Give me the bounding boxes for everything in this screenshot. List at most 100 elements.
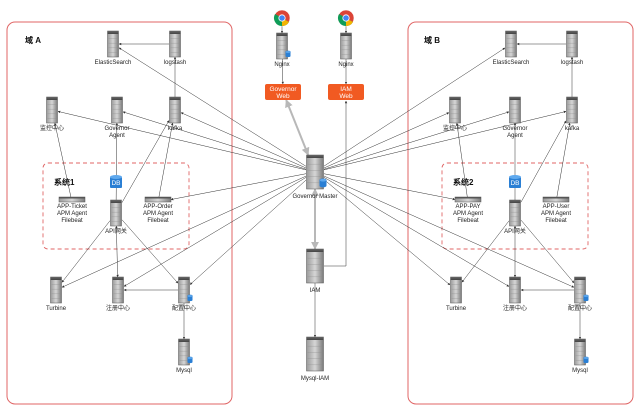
- arrow-apigw-a-to-turbine-a: [61, 220, 111, 283]
- arrow-gmaster-to-reg-b: [323, 177, 510, 287]
- arrow-gmaster-to-cfg-b: [323, 175, 575, 288]
- logstash-a-node: logstash: [164, 30, 186, 66]
- arrow-nginx1-to-gweb: [281, 58, 285, 85]
- kafka-a-label: kafka: [168, 126, 183, 132]
- arrow-gmaster-to-app1-b: [323, 173, 456, 201]
- gmaster-node: Governor Master: [292, 154, 338, 200]
- es-b-label: ElasticSearch: [493, 60, 530, 66]
- nginx2-node: Nginx: [338, 32, 354, 68]
- arrow-apigw-a-to-kafka-a: [121, 120, 170, 203]
- turbine-a-label: Turbine: [46, 306, 67, 312]
- arrow-apigw-a-to-cfg-a: [121, 219, 179, 284]
- monitor-a-label: 监控中心: [40, 124, 64, 132]
- turbine-b-label: Turbine: [446, 306, 467, 312]
- mysql-a-node: Mysql: [176, 338, 193, 374]
- arrow-gmaster-to-kafka-b: [323, 110, 567, 171]
- arrow-apigw-b-to-kafka-b: [520, 120, 567, 203]
- logstash-b-label: logstash: [561, 60, 583, 66]
- reg-b-node: 注册中心: [503, 276, 527, 312]
- mysql-iam-node: Mysql-IAM: [301, 336, 329, 382]
- domain-b-title: 域 B: [424, 35, 440, 45]
- db-b-label: DB: [510, 180, 519, 187]
- arrow-reg-a-to-apigw-a: [115, 225, 119, 278]
- arrow-app1-a-to-monitor-a: [54, 122, 72, 198]
- domain-a-box: [6, 21, 233, 405]
- es-a-label: ElasticSearch: [95, 60, 132, 66]
- arrow-gmaster-to-es-a: [118, 47, 307, 167]
- gmaster-label: Governor Master: [292, 194, 337, 200]
- reg-a-node: 注册中心: [106, 276, 130, 312]
- arrow-app2-b-to-kafka-b: [556, 122, 571, 198]
- chrome1-chrome-icon: [273, 9, 291, 27]
- arrow-gmaster-to-app2-a: [170, 173, 307, 201]
- mysql-a-label: Mysql: [176, 368, 192, 374]
- arrow-gmaster-to-reg-a: [123, 177, 307, 287]
- arrow-app2-a-to-kafka-a: [158, 122, 174, 198]
- db-a-label: DB: [111, 180, 120, 187]
- cfg-a-label: 配置中心: [172, 304, 196, 312]
- system-1-title: 系统1: [54, 177, 75, 187]
- es-b-node: ElasticSearch: [493, 30, 530, 66]
- chrome2-chrome-icon: [337, 9, 355, 27]
- arrow-gmaster-to-gagent-b: [323, 111, 510, 170]
- monitor-a-node: 监控中心: [40, 96, 64, 132]
- iam-label: IAM: [310, 288, 321, 294]
- reg-b-label: 注册中心: [503, 304, 527, 312]
- db-a-node: DB: [110, 175, 122, 188]
- arrow-gmaster-to-cfg-a: [189, 179, 307, 285]
- cfg-a-node: 配置中心: [172, 276, 196, 312]
- arrow-gmaster-to-monitor-a: [57, 110, 307, 171]
- kafka-b-node: kafka: [565, 96, 580, 132]
- mysql-b-label: Mysql: [572, 368, 588, 374]
- cfg-b-node: 配置中心: [568, 276, 592, 312]
- logstash-a-label: logstash: [164, 60, 186, 66]
- connection-arrows: [54, 26, 582, 340]
- kafka-b-label: kafka: [565, 126, 580, 132]
- arrow-gweb-to-gmaster: [285, 99, 310, 156]
- arrow-iam-to-iam-web: [324, 100, 348, 267]
- apigw-a-node: API网关: [105, 199, 127, 235]
- apigw-b-label: API网关: [504, 227, 526, 235]
- logstash-b-node: logstash: [561, 30, 583, 66]
- system-2-title: 系统2: [453, 177, 474, 187]
- arrow-apigw-b-to-cfg-b: [520, 219, 575, 284]
- arrow-gmaster-to-kafka-a: [180, 112, 307, 169]
- apigw-a-label: API网关: [105, 227, 127, 235]
- turbine-b-node: Turbine: [446, 276, 467, 312]
- mysql-iam-label: Mysql-IAM: [301, 376, 329, 382]
- reg-a-label: 注册中心: [106, 304, 130, 312]
- arrow-gmaster-to-turbine-b: [323, 179, 451, 286]
- arrow-gmaster-to-turbine-a: [61, 175, 307, 288]
- arrow-apigw-b-to-turbine-b: [461, 220, 510, 283]
- turbine-a-node: Turbine: [46, 276, 67, 312]
- arrow-app1-b-to-monitor-b: [455, 122, 468, 198]
- nginx2-label: Nginx: [338, 62, 353, 68]
- db-b-node: DB: [509, 175, 521, 188]
- domain-b-box: [407, 21, 634, 405]
- kafka-a-node: kafka: [168, 96, 183, 132]
- mysql-b-node: Mysql: [572, 338, 589, 374]
- arrow-gmaster-to-monitor-b: [323, 112, 450, 169]
- es-a-node: ElasticSearch: [95, 30, 132, 66]
- iam-node: IAM: [306, 248, 324, 294]
- arrow-gmaster-to-gagent-a: [122, 111, 307, 170]
- monitor-b-node: 监控中心: [443, 96, 467, 132]
